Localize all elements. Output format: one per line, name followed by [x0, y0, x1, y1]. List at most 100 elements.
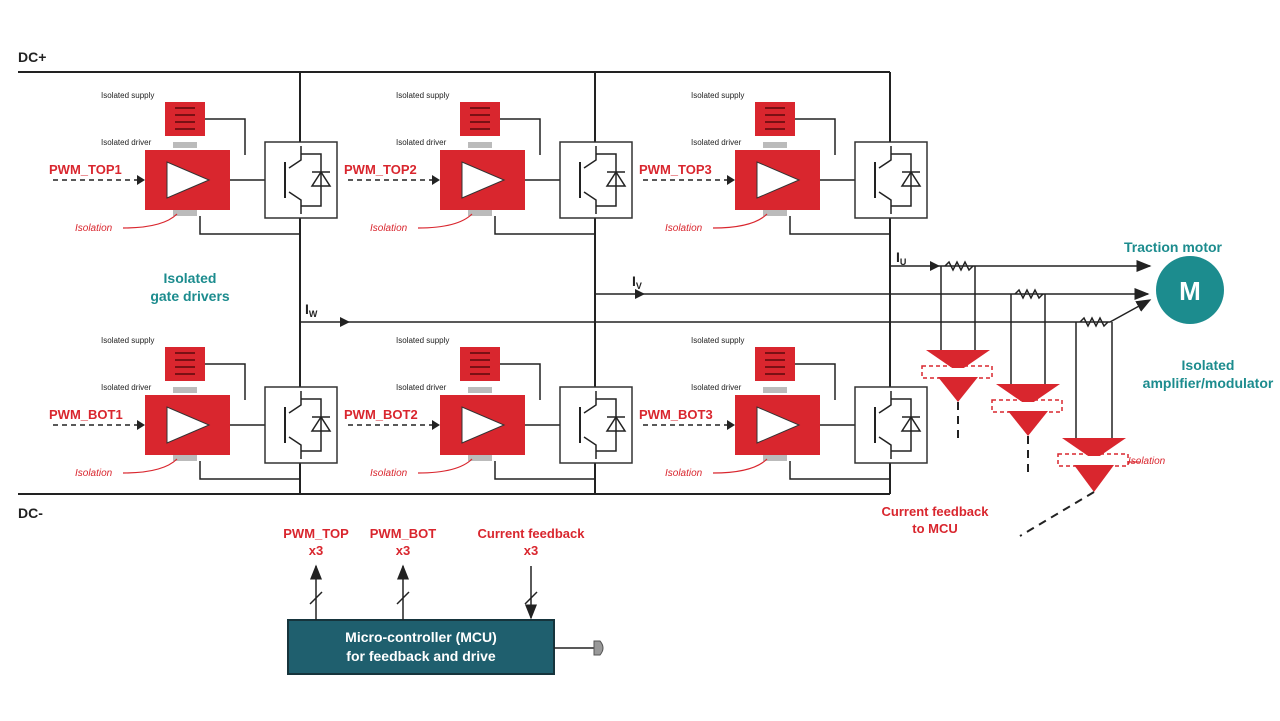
mcu-pwm-bot-label: PWM_BOT: [370, 526, 437, 541]
diode-wire: [891, 153, 912, 207]
isolated-gate-drivers-line1: Isolated: [164, 270, 217, 286]
igbt-emitter: [583, 436, 597, 459]
freewheel-diode-icon: [900, 170, 922, 187]
diode-wire: [891, 398, 912, 452]
isolation-tick-top: [173, 142, 197, 148]
freewheel-diode-icon: [310, 415, 332, 432]
supply-wire: [795, 363, 836, 400]
igbt-collector: [288, 146, 302, 169]
igbt-emitter: [288, 436, 302, 459]
pwm-top-bus-slash: [309, 591, 323, 605]
isolation-pointer: [417, 458, 473, 474]
current-feedback-line2: to MCU: [912, 521, 958, 536]
isolated-supply-label: Isolated supply: [101, 91, 154, 100]
isolation-label: Isolation: [75, 468, 113, 479]
isolation-pointer: [712, 213, 768, 229]
igbt-collector: [583, 391, 597, 414]
buffer-amplifier-icon: [461, 161, 506, 199]
traction-motor-icon: [1156, 256, 1224, 324]
isolation-tick-top: [468, 142, 492, 148]
shunt-resistor-w-icon: [1079, 316, 1109, 328]
supply-wire: [205, 118, 246, 155]
isolation-tick-top: [763, 387, 787, 393]
driver-return-wire: [494, 216, 595, 235]
traction-motor-label: Traction motor: [1124, 239, 1223, 255]
pwm-label: PWM_TOP2: [344, 162, 417, 177]
pwm-arrow-icon: [727, 175, 735, 185]
amplifier-label-line1: Isolated: [1182, 357, 1235, 373]
driver-return-wire: [199, 461, 300, 480]
motor-symbol: M: [1179, 276, 1201, 306]
isolated-driver-label: Isolated driver: [691, 383, 742, 392]
dc-minus-label: DC-: [18, 505, 43, 521]
supply-wire: [795, 118, 836, 155]
igbt-emitter: [878, 436, 892, 459]
pwm-arrow-icon: [137, 175, 145, 185]
pwm-arrow-icon: [727, 420, 735, 430]
driver-return-wire: [789, 216, 890, 235]
isolated-driver-label: Isolated driver: [691, 138, 742, 147]
iw-wire-bend: [1080, 299, 1152, 323]
isolation-pointer: [122, 213, 178, 229]
isolation-tick-bottom: [173, 455, 197, 461]
isolated-driver-label: Isolated driver: [396, 138, 447, 147]
igbt-collector: [878, 146, 892, 169]
isolated-driver-label: Isolated driver: [101, 138, 152, 147]
isolation-pointer: [122, 458, 178, 474]
mcu-line1: Micro-controller (MCU): [345, 629, 497, 645]
driver-return-wire: [789, 461, 890, 480]
mcu-connector-icon: [593, 640, 604, 656]
mcu-line2: for feedback and drive: [346, 648, 496, 664]
mcu-pwm-top-count: x3: [309, 543, 323, 558]
isolation-tick-top: [468, 387, 492, 393]
diode-wire: [301, 153, 322, 207]
current-feedback-bus-slash: [524, 591, 538, 605]
pwm-arrow-icon: [432, 175, 440, 185]
mcu-pwm-bot-count: x3: [396, 543, 410, 558]
diode-wire: [301, 398, 322, 452]
isolation-label: Isolation: [665, 468, 703, 479]
isolation-pointer: [712, 458, 768, 474]
iv-label: IV: [632, 273, 642, 291]
mcu-box: [287, 619, 555, 675]
isolated-supply-label: Isolated supply: [396, 91, 449, 100]
igbt-emitter: [878, 191, 892, 214]
iv-arrow-icon: [635, 289, 645, 299]
iw-arrow-icon: [340, 317, 350, 327]
igbt-collector: [583, 146, 597, 169]
igbt-collector: [878, 391, 892, 414]
isolation-tick-top: [763, 142, 787, 148]
isolation-tick-bottom: [763, 210, 787, 216]
buffer-amplifier-icon: [461, 406, 506, 444]
isolated-gate-drivers-line2: gate drivers: [150, 288, 230, 304]
isolated-driver-label: Isolated driver: [101, 383, 152, 392]
pwm-arrow-icon: [137, 420, 145, 430]
isolated-driver-label: Isolated driver: [396, 383, 447, 392]
isolation-tick-bottom: [468, 455, 492, 461]
buffer-amplifier-icon: [756, 406, 801, 444]
igbt-collector: [288, 391, 302, 414]
iu-label: IU: [896, 249, 906, 267]
mcu-pwm-top-label: PWM_TOP: [283, 526, 349, 541]
isolated-supply-label: Isolated supply: [691, 336, 744, 345]
isolation-pointer: [417, 213, 473, 229]
freewheel-diode-icon: [310, 170, 332, 187]
igbt-emitter: [583, 191, 597, 214]
mcu-current-feedback-count: x3: [524, 543, 538, 558]
isolation-tick-bottom: [468, 210, 492, 216]
isolation-tick-bottom: [763, 455, 787, 461]
isolation-label: Isolation: [75, 223, 113, 234]
pwm-label: PWM_TOP1: [49, 162, 122, 177]
pwm-bot-bus-slash: [396, 591, 410, 605]
dc-plus-label: DC+: [18, 49, 46, 65]
supply-wire: [500, 363, 541, 400]
driver-return-wire: [199, 216, 300, 235]
current-feedback-line1: Current feedback: [882, 504, 990, 519]
freewheel-diode-icon: [605, 415, 627, 432]
